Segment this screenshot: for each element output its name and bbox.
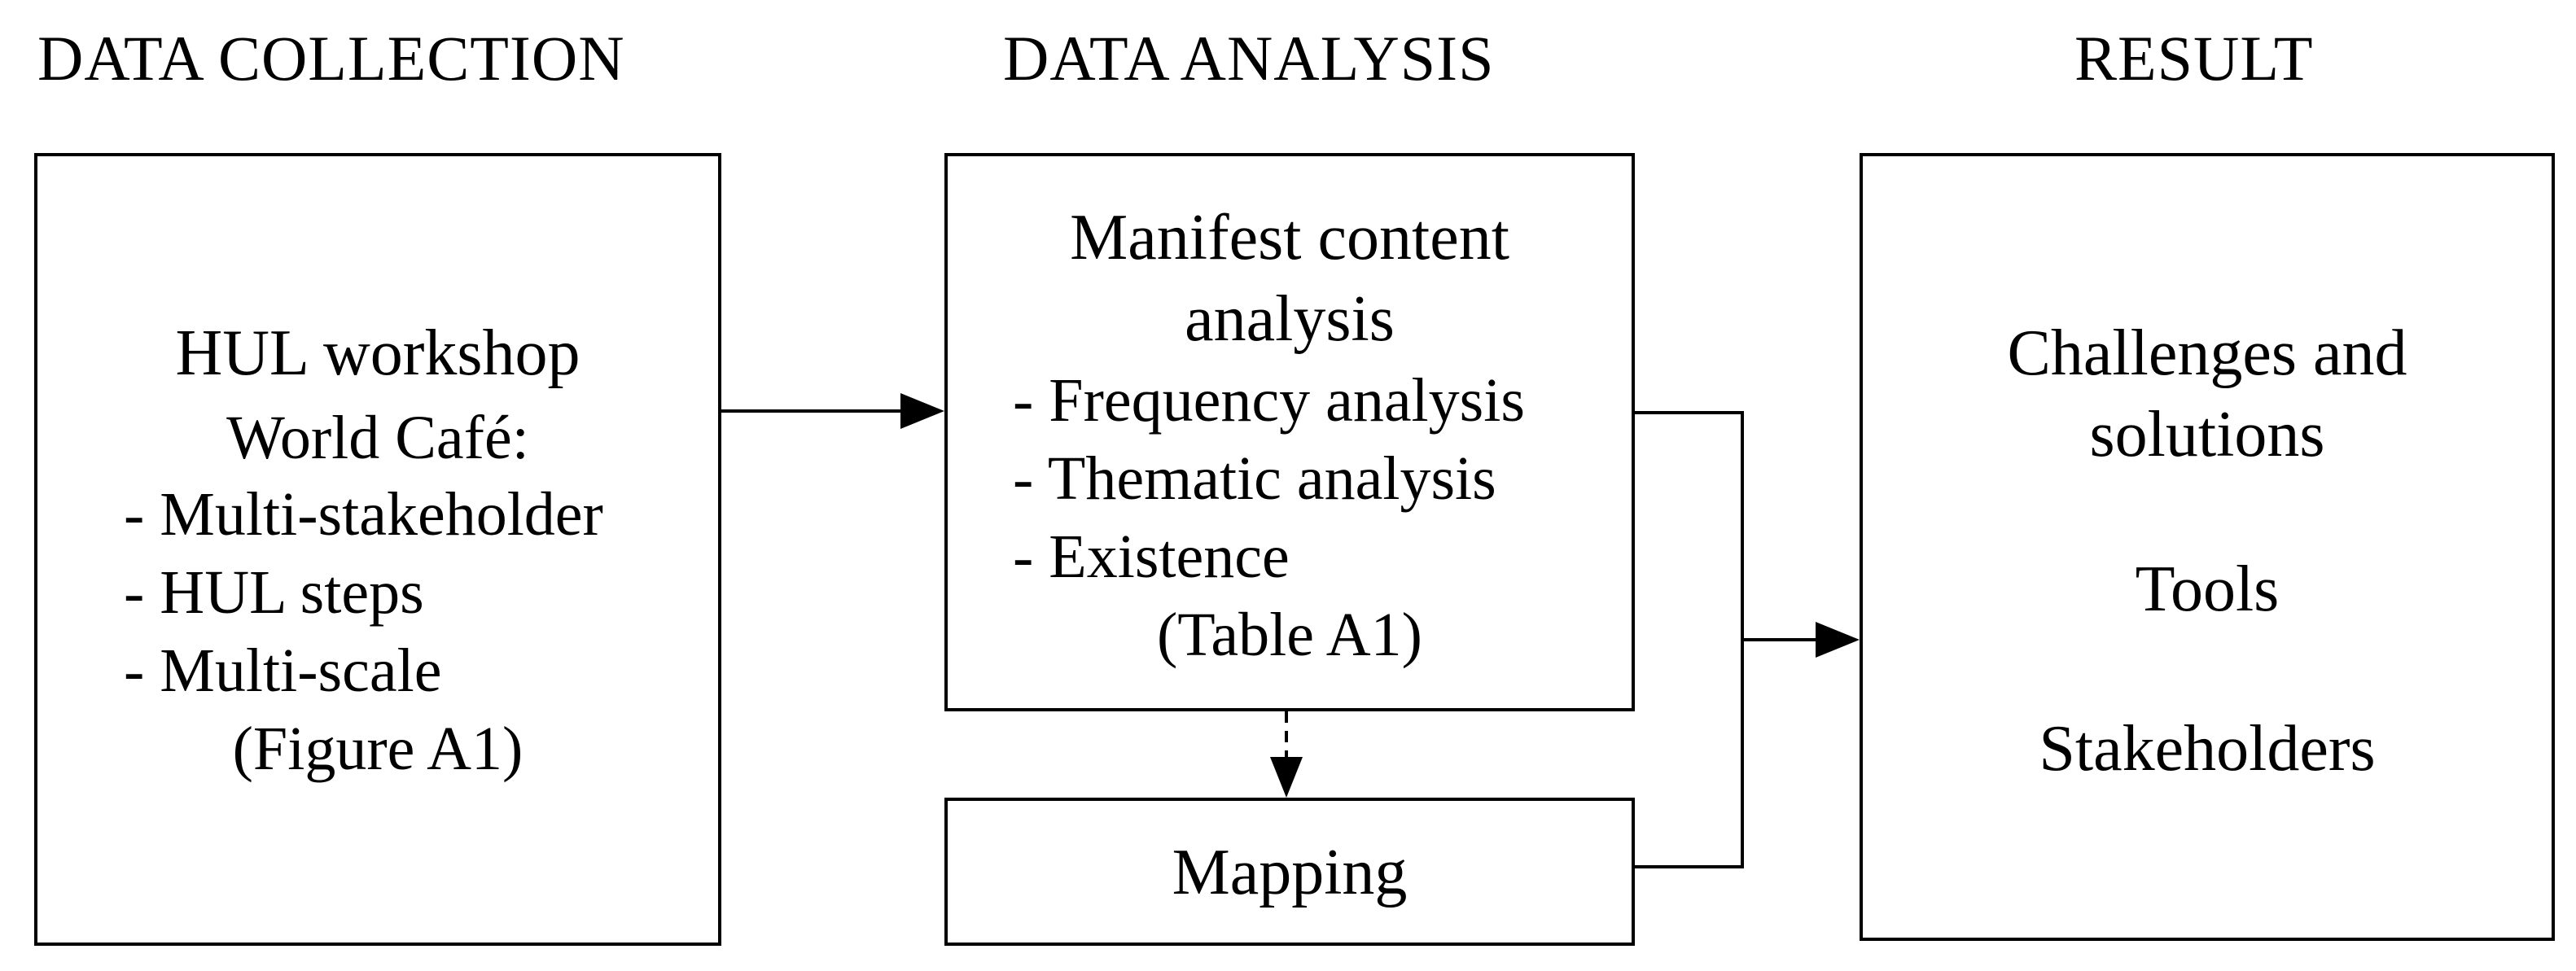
mapping-box: Mapping: [944, 798, 1635, 946]
table-reference: (Table A1): [1156, 601, 1422, 669]
collection-item-multi-stakeholder: - Multi-stakeholder: [124, 480, 603, 549]
result-tools: Tools: [2135, 553, 2280, 625]
result-stakeholders: Stakeholders: [2039, 713, 2376, 785]
analysis-item-existence: - Existence: [1013, 523, 1290, 591]
bracket-connector-to-result: [1635, 411, 1860, 868]
manifest-content-analysis-box: Manifest content analysis - Frequency an…: [944, 153, 1635, 711]
data-collection-box: HUL workshop World Café: - Multi-stakeho…: [34, 153, 721, 946]
result-box: Challenges and solutions Tools Stakehold…: [1860, 153, 2555, 941]
dashed-arrow-analysis-to-mapping: [1270, 711, 1303, 798]
figure-reference: (Figure A1): [232, 715, 524, 783]
result-challenges-line1: Challenges and: [2007, 317, 2407, 389]
world-cafe-label: World Café:: [226, 404, 529, 472]
collection-item-hul-steps: - HUL steps: [124, 558, 424, 627]
heading-data-analysis: DATA ANALYSIS: [1003, 23, 1495, 94]
mapping-label: Mapping: [1172, 837, 1408, 908]
analysis-item-thematic: - Thematic analysis: [1013, 444, 1496, 513]
collection-item-multi-scale: - Multi-scale: [124, 636, 442, 705]
arrow-collection-to-analysis: [721, 393, 944, 429]
analysis-item-frequency: - Frequency analysis: [1013, 366, 1525, 435]
result-challenges-line2: solutions: [2089, 399, 2325, 470]
hul-workshop-title: HUL workshop: [175, 317, 580, 389]
analysis-title-line2: analysis: [1185, 283, 1395, 355]
analysis-title-line1: Manifest content: [1070, 202, 1509, 273]
heading-data-collection: DATA COLLECTION: [37, 23, 625, 94]
heading-result: RESULT: [2074, 23, 2314, 94]
